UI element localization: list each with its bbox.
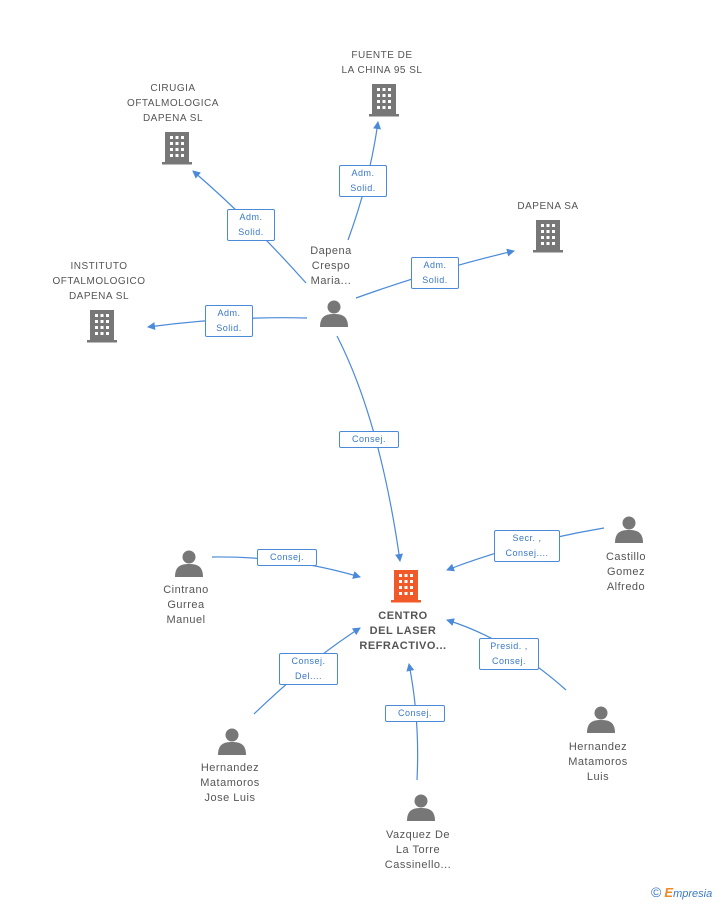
copyright-symbol: © (651, 884, 662, 900)
node-label-instituto[interactable]: INSTITUTO OFTALMOLOGICO DAPENA SL (52, 261, 146, 302)
brand-logo-text: mpresia (673, 888, 713, 900)
edge-label-vazquez: Consej. (385, 705, 445, 722)
person-icon-hernandez-luis[interactable] (587, 706, 615, 734)
edge-label-instituto: Adm. Solid. (205, 305, 253, 337)
node-label-centro[interactable]: CENTRO DEL LASER REFRACTIVO... (359, 610, 447, 652)
node-label-hernandez-jose[interactable]: Hernandez Matamoros Jose Luis (200, 762, 260, 804)
edge-vazquez (406, 663, 419, 781)
building-icon-instituto[interactable] (87, 310, 117, 343)
edge-label-dapena-centro: Consej. (339, 431, 399, 448)
edge-label-cirugia: Adm. Solid. (227, 209, 275, 241)
person-icon-hernandez-jose[interactable] (218, 728, 246, 756)
node-label-cirugia[interactable]: CIRUGIA OFTALMOLOGICA DAPENA SL (127, 83, 219, 124)
brand-logo[interactable]: © Empresia (651, 884, 712, 900)
edge-dapena-centro (336, 335, 403, 562)
building-icon-fuente[interactable] (369, 84, 399, 117)
node-label-hernandez-luis[interactable]: Hernandez Matamoros Luis (568, 741, 628, 783)
person-icon-castillo[interactable] (615, 516, 643, 544)
brand-logo-e: E (664, 885, 674, 900)
node-label-castillo[interactable]: Castillo Gomez Alfredo (605, 551, 647, 593)
person-icon-dapena[interactable] (320, 300, 348, 328)
edge-label-hernandez-luis: Presid. , Consej. (479, 638, 539, 670)
node-label-dapena-person[interactable]: Dapena Crespo Maria... (310, 245, 352, 287)
node-label-vazquez[interactable]: Vazquez De La Torre Cassinello... (384, 829, 452, 871)
building-icon-dapena-sa[interactable] (533, 220, 563, 253)
node-label-cintrano[interactable]: Cintrano Gurrea Manuel (163, 584, 209, 626)
node-label-fuente[interactable]: FUENTE DE LA CHINA 95 SL (341, 50, 423, 76)
person-icon-cintrano[interactable] (175, 550, 203, 578)
edge-label-fuente: Adm. Solid. (339, 165, 387, 197)
edge-label-dapena-sa: Adm. Solid. (411, 257, 459, 289)
edge-label-hernandez-jose: Consej. Del.... (279, 653, 338, 685)
edge-label-cintrano: Consej. (257, 549, 317, 566)
node-label-dapena-sa[interactable]: DAPENA SA (517, 201, 579, 212)
building-icon-cirugia[interactable] (162, 132, 192, 165)
person-icon-vazquez[interactable] (407, 794, 435, 822)
building-icon-centro[interactable] (391, 570, 421, 603)
edge-label-castillo: Secr. , Consej.... (494, 530, 560, 562)
